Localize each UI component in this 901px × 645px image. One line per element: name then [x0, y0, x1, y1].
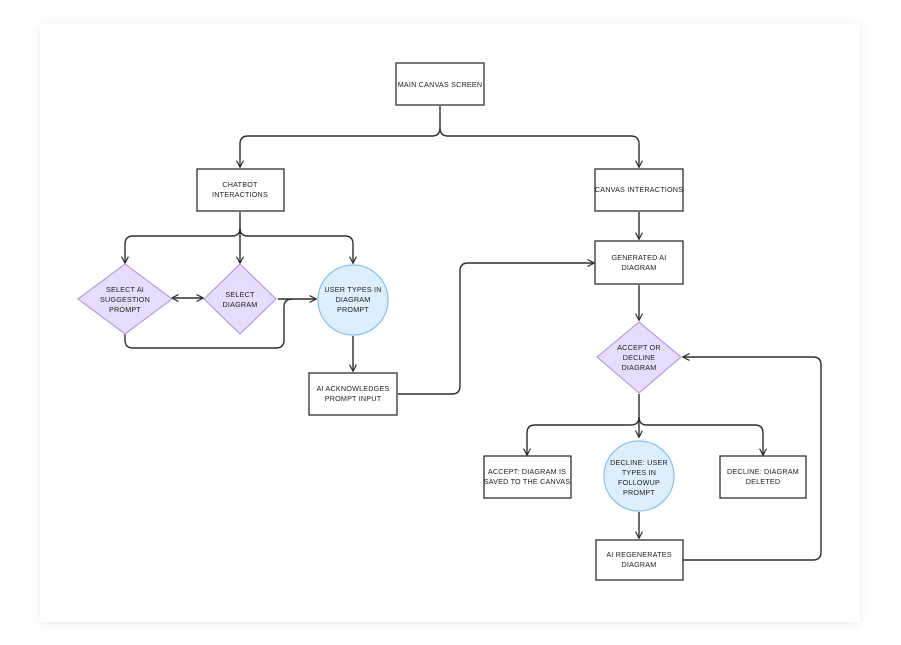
node-label: TYPES IN: [622, 468, 656, 477]
node-label: CHATBOT: [222, 180, 258, 189]
node-accept-or-decline-diagram: ACCEPT OR DECLINE DIAGRAM: [596, 321, 682, 394]
edge-chatbot-to-select-ai: [121, 227, 241, 264]
node-label: ACCEPT OR: [617, 343, 661, 352]
node-label: DIAGRAM: [622, 363, 657, 372]
node-generated-ai-diagram: GENERATED AI DIAGRAM: [594, 240, 684, 285]
node-label: DECLINE: USER: [610, 458, 668, 467]
edge-decision-to-accept: [523, 416, 640, 456]
node-select-ai-suggestion-prompt: SELECT AI SUGGESTION PROMPT: [76, 263, 174, 335]
node-label: AI REGENERATES: [606, 550, 671, 559]
node-decline-diagram-deleted: DECLINE: DIAGRAM DELETED: [719, 455, 807, 499]
node-label: SAVED TO THE CANVAS: [484, 477, 571, 486]
edge-main-to-canvas: [439, 127, 643, 168]
node-label: USER TYPES IN: [324, 285, 381, 294]
node-label: MAIN CANVAS SCREEN: [398, 80, 483, 89]
node-label: PROMPT: [109, 305, 141, 314]
edge-chatbot-to-user-types: [239, 227, 357, 264]
diagram-card: [40, 24, 860, 622]
node-label: SELECT AI: [106, 285, 144, 294]
edge-regenerates-to-decision: [681, 353, 822, 561]
node-label: PROMPT INPUT: [325, 394, 382, 403]
node-label: FOLLOWUP: [618, 478, 660, 487]
node-ai-regenerates-diagram: AI REGENERATES DIAGRAM: [595, 539, 684, 581]
node-decline-followup-prompt: DECLINE: USER TYPES IN FOLLOWUP PROMPT: [603, 440, 675, 512]
node-label: DECLINE: [623, 353, 656, 362]
node-label: ACCEPT: DIAGRAM IS: [488, 467, 566, 476]
node-label: SUGGESTION: [100, 295, 150, 304]
node-label: DECLINE: DIAGRAM: [727, 467, 799, 476]
node-label: DIAGRAM: [336, 295, 371, 304]
node-label: AI ACKNOWLEDGES: [317, 384, 390, 393]
edges: [121, 106, 822, 561]
node-select-diagram: SELECT DIAGRAM: [203, 263, 277, 335]
node-user-types-in-diagram-prompt: USER TYPES IN DIAGRAM PROMPT: [317, 264, 389, 336]
node-label: DELETED: [746, 477, 781, 486]
node-main-canvas-screen: MAIN CANVAS SCREEN: [395, 62, 485, 106]
node-canvas-interactions: CANVAS INTERACTIONS: [594, 168, 684, 212]
node-label: CANVAS INTERACTIONS: [595, 185, 683, 194]
node-label: DIAGRAM: [622, 560, 657, 569]
node-label: DIAGRAM: [622, 263, 657, 272]
node-label: DIAGRAM: [223, 300, 258, 309]
node-chatbot-interactions: CHATBOT INTERACTIONS: [196, 168, 285, 212]
edge-ai-ack-to-generated: [398, 259, 596, 395]
edge-select-ai-loop: [124, 298, 293, 349]
node-ai-acknowledges-prompt-input: AI ACKNOWLEDGES PROMPT INPUT: [308, 372, 398, 416]
node-label: PROMPT: [337, 305, 369, 314]
edge-main-to-chatbot: [236, 106, 441, 168]
node-accept-saved-to-canvas: ACCEPT: DIAGRAM IS SAVED TO THE CANVAS: [483, 455, 572, 499]
node-label: PROMPT: [623, 488, 655, 497]
edge-decision-to-deleted: [638, 416, 767, 456]
node-label: SELECT: [225, 290, 255, 299]
node-label: GENERATED AI: [612, 253, 667, 262]
node-label: INTERACTIONS: [212, 190, 268, 199]
